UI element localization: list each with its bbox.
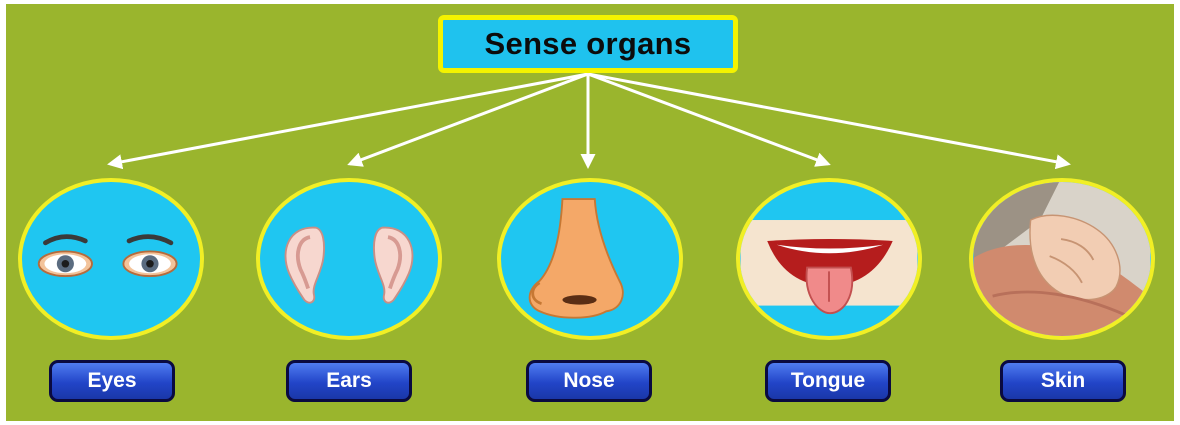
nose-circle <box>497 178 683 340</box>
arrow-to-eyes <box>110 74 588 164</box>
label-eyes[interactable]: Eyes <box>49 360 175 402</box>
eyes-circle <box>18 178 204 340</box>
hand-skin-icon <box>973 182 1151 336</box>
label-tongue[interactable]: Tongue <box>765 360 891 402</box>
eyes-icon <box>22 182 200 336</box>
arrow-to-tongue <box>588 74 828 164</box>
nose-icon <box>501 182 679 336</box>
arrow-to-ears <box>350 74 588 164</box>
label-nose[interactable]: Nose <box>526 360 652 402</box>
skin-circle <box>969 178 1155 340</box>
ears-icon <box>260 182 438 336</box>
tongue-circle <box>736 178 922 340</box>
arrow-to-skin <box>588 74 1068 164</box>
tongue-icon <box>740 182 918 336</box>
label-skin[interactable]: Skin <box>1000 360 1126 402</box>
ears-circle <box>256 178 442 340</box>
diagram-title: Sense organs <box>438 15 738 73</box>
label-ears[interactable]: Ears <box>286 360 412 402</box>
